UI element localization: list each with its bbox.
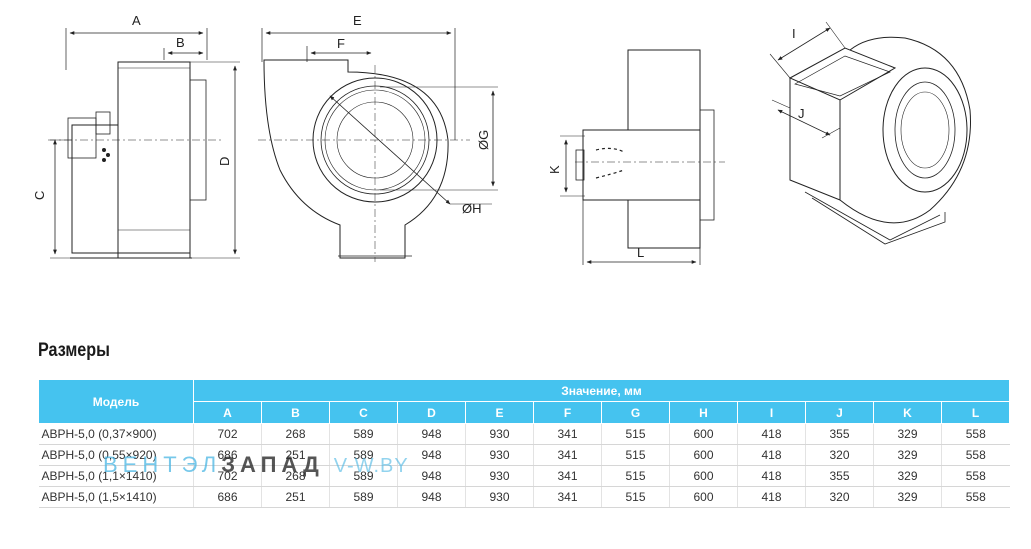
value-cell: 558 <box>941 444 1010 466</box>
isometric-view <box>769 21 971 245</box>
value-cell: 589 <box>329 423 398 445</box>
column-header-h: H <box>669 401 738 424</box>
value-cell: 558 <box>941 465 1010 487</box>
value-cell: 320 <box>805 486 874 508</box>
dim-h-label: ØH <box>462 201 482 216</box>
value-cell: 930 <box>465 486 534 508</box>
value-cell: 589 <box>329 465 398 487</box>
dim-f-label: F <box>337 36 345 51</box>
value-cell: 930 <box>465 465 534 487</box>
value-cell: 558 <box>941 423 1010 445</box>
value-cell: 558 <box>941 486 1010 508</box>
value-cell: 418 <box>737 486 806 508</box>
value-cell: 341 <box>533 486 602 508</box>
column-header-l: L <box>941 401 1010 424</box>
table-header-row-1: Модель Значение, мм <box>38 379 1010 424</box>
value-cell: 355 <box>805 423 874 445</box>
value-cell: 948 <box>397 444 466 466</box>
value-cell: 251 <box>261 444 330 466</box>
model-cell: АВРН-5,0 (0,37×900) <box>38 423 194 445</box>
value-cell: 686 <box>193 444 262 466</box>
model-cell: АВРН-5,0 (0,55×920) <box>38 444 194 466</box>
front-view <box>258 28 498 262</box>
dim-e-label: E <box>353 13 362 28</box>
value-cell: 600 <box>669 486 738 508</box>
value-cell: 686 <box>193 486 262 508</box>
value-cell: 320 <box>805 444 874 466</box>
value-cell: 515 <box>601 423 670 445</box>
value-cell: 251 <box>261 486 330 508</box>
column-header-c: C <box>329 401 398 424</box>
top-view <box>560 49 725 265</box>
values-group-header: Значение, мм <box>193 379 1010 402</box>
column-header-j: J <box>805 401 874 424</box>
value-cell: 948 <box>397 465 466 487</box>
value-cell: 341 <box>533 444 602 466</box>
value-cell: 329 <box>873 423 942 445</box>
model-cell: АВРН-5,0 (1,5×1410) <box>38 486 194 508</box>
value-cell: 418 <box>737 444 806 466</box>
value-cell: 341 <box>533 465 602 487</box>
value-cell: 930 <box>465 423 534 445</box>
section-title: Размеры <box>38 340 110 361</box>
dim-a-label: A <box>132 13 141 28</box>
value-cell: 515 <box>601 465 670 487</box>
dim-l-label: L <box>637 245 644 260</box>
dim-j-label: J <box>798 106 805 121</box>
value-cell: 329 <box>873 444 942 466</box>
column-header-f: F <box>533 401 602 424</box>
value-cell: 341 <box>533 423 602 445</box>
value-cell: 329 <box>873 465 942 487</box>
value-cell: 702 <box>193 465 262 487</box>
value-cell: 515 <box>601 444 670 466</box>
value-cell: 268 <box>261 465 330 487</box>
value-cell: 355 <box>805 465 874 487</box>
column-header-a: A <box>193 401 262 424</box>
model-cell: АВРН-5,0 (1,1×1410) <box>38 465 194 487</box>
dim-i-label: I <box>792 26 796 41</box>
value-cell: 418 <box>737 465 806 487</box>
dim-c-label: C <box>32 191 47 200</box>
side-view <box>48 28 240 259</box>
value-cell: 948 <box>397 486 466 508</box>
value-cell: 600 <box>669 423 738 445</box>
column-header-e: E <box>465 401 534 424</box>
column-header-b: B <box>261 401 330 424</box>
value-cell: 600 <box>669 465 738 487</box>
value-cell: 948 <box>397 423 466 445</box>
technical-drawings: A B C D E F ØG ØH <box>32 13 971 265</box>
column-header-g: G <box>601 401 670 424</box>
value-cell: 930 <box>465 444 534 466</box>
value-cell: 268 <box>261 423 330 445</box>
value-cell: 329 <box>873 486 942 508</box>
dim-k-label: K <box>547 165 562 174</box>
value-cell: 418 <box>737 423 806 445</box>
column-header-d: D <box>397 401 466 424</box>
drawings-svg: A B C D E F ØG ØH <box>32 13 971 265</box>
dim-d-label: D <box>217 157 232 166</box>
value-cell: 589 <box>329 486 398 508</box>
dim-g-label: ØG <box>476 130 491 150</box>
value-cell: 589 <box>329 444 398 466</box>
value-cell: 600 <box>669 444 738 466</box>
column-header-k: K <box>873 401 942 424</box>
dim-b-label: B <box>176 35 185 50</box>
model-column-header: Модель <box>38 379 194 424</box>
value-cell: 702 <box>193 423 262 445</box>
value-cell: 515 <box>601 486 670 508</box>
column-header-i: I <box>737 401 806 424</box>
